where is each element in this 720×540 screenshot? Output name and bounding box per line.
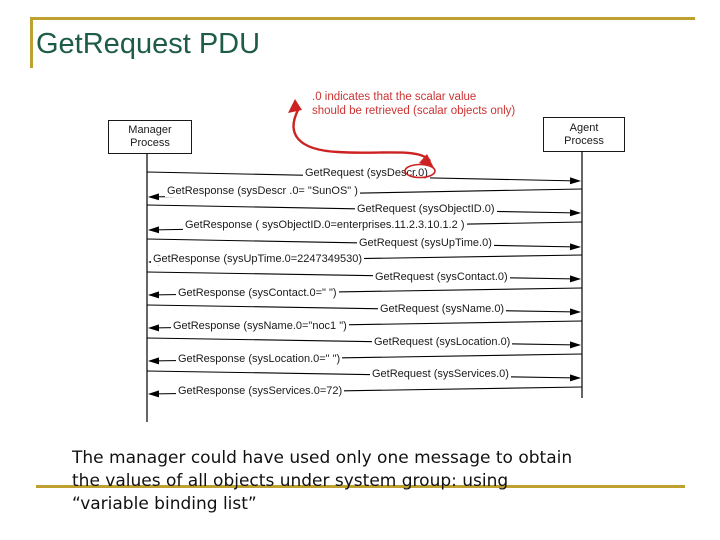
curved-arrow-icon	[292, 109, 431, 162]
agent-process-box: Agent Process	[543, 117, 625, 152]
footer-text: The manager could have used only one mes…	[72, 447, 572, 516]
agent-label-line-2: Process	[564, 134, 604, 147]
manager-label-line-2: Process	[130, 137, 170, 149]
message-label: GetRequest (sysUpTime.0)	[357, 237, 494, 249]
message-label: GetResponse (sysUpTime.0=2247349530)	[151, 253, 365, 265]
message-label: GetRequest (sysServices.0)	[370, 368, 511, 380]
agent-label-line-1: Agent	[569, 121, 599, 134]
message-label: GetRequest (sysDescr.0)	[303, 167, 430, 179]
message-label: GetRequest (sysLocation.0)	[372, 336, 513, 348]
arrowhead-down-icon	[419, 154, 434, 168]
message-label: GetResponse (sysLocation.0=" ")	[176, 353, 343, 365]
ellipse-highlight-icon	[404, 163, 436, 179]
request-arrow-sysname	[146, 304, 581, 316]
message-label: GetResponse (sysServices.0=72)	[176, 385, 345, 397]
message-label: GetResponse (sysDescr .0= "SunOS" )	[165, 185, 360, 197]
title-top-rule	[30, 17, 695, 20]
annotation-note: .0 indicates that the scalar value shoul…	[312, 90, 515, 118]
footer-line-3: “variable binding list”	[72, 494, 257, 514]
manager-label-line-1: Manager	[128, 124, 172, 136]
footer-rule	[36, 485, 685, 488]
arrowhead-up-icon	[288, 99, 302, 113]
footer-line-1: The manager could have used only one mes…	[72, 448, 573, 468]
message-label: GetResponse (sysContact.0=" ")	[176, 287, 339, 299]
page-title: GetRequest PDU	[36, 28, 261, 60]
message-label: GetRequest (sysName.0)	[378, 303, 507, 315]
manager-process-box: Manager Process	[108, 120, 192, 154]
message-label: GetRequest (sysObjectID.0)	[355, 203, 497, 215]
message-label: GetRequest (sysContact.0)	[373, 271, 510, 283]
annotation-line-2: should be retrieved (scalar objects only…	[312, 105, 516, 117]
message-label: GetResponse (sysName.0="noc1 ")	[171, 320, 349, 332]
footer-line-2: the values of all objects under system g…	[72, 471, 509, 491]
message-label: GetResponse ( sysObjectID.0=enterprises.…	[183, 219, 467, 231]
title-left-rule	[30, 17, 33, 68]
annotation-line-1: .0 indicates that the scalar value	[312, 91, 477, 103]
